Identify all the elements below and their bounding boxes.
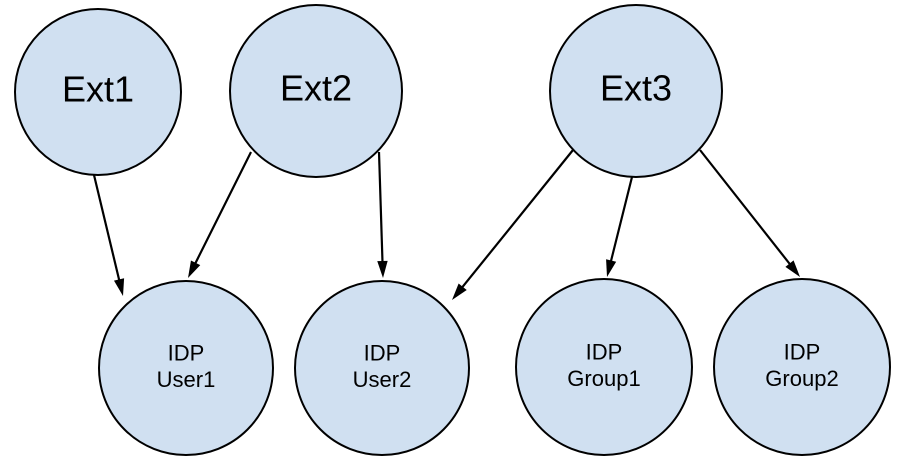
edge-line bbox=[92, 174, 121, 283]
node-label: IDP bbox=[784, 339, 821, 364]
edge-ext1-to-idp_user1 bbox=[92, 174, 125, 296]
node-label: User2 bbox=[353, 367, 412, 392]
node-ext2[interactable]: Ext2 bbox=[229, 4, 403, 178]
edge-line bbox=[193, 151, 252, 266]
arrowhead-icon bbox=[606, 259, 617, 277]
edge-ext3-to-idp_group2 bbox=[699, 149, 800, 277]
edge-ext3-to-idp_group1 bbox=[606, 176, 634, 277]
node-circle[interactable] bbox=[229, 4, 403, 178]
node-label: Ext1 bbox=[62, 69, 134, 110]
node-circle[interactable] bbox=[549, 4, 723, 178]
arrowhead-icon bbox=[188, 260, 201, 278]
arrowhead-icon bbox=[452, 283, 467, 300]
edge-ext2-to-idp_user1 bbox=[188, 151, 252, 278]
node-circle[interactable] bbox=[515, 278, 693, 456]
arrowhead-icon bbox=[377, 260, 388, 278]
edge-ext2-to-idp_user2 bbox=[377, 151, 388, 278]
edges-layer bbox=[92, 149, 800, 300]
node-circle[interactable] bbox=[713, 278, 891, 456]
node-circle[interactable] bbox=[294, 280, 470, 456]
node-label: IDP bbox=[364, 340, 401, 365]
node-label: IDP bbox=[168, 340, 205, 365]
edge-line bbox=[609, 176, 634, 264]
node-label: Ext2 bbox=[280, 68, 352, 109]
node-ext3[interactable]: Ext3 bbox=[549, 4, 723, 178]
edge-line bbox=[459, 149, 574, 290]
node-label: User1 bbox=[157, 367, 216, 392]
edge-line bbox=[377, 151, 384, 265]
edge-line bbox=[699, 149, 793, 267]
node-circle[interactable] bbox=[98, 280, 274, 456]
node-ext1[interactable]: Ext1 bbox=[14, 8, 182, 176]
node-label: Ext3 bbox=[600, 68, 672, 109]
edge-ext3-to-idp_user2 bbox=[452, 149, 574, 300]
node-circle[interactable] bbox=[14, 8, 182, 176]
arrowhead-icon bbox=[785, 260, 800, 277]
node-label: IDP bbox=[586, 339, 623, 364]
node-label: Group1 bbox=[567, 366, 640, 391]
node-label: Group2 bbox=[765, 366, 838, 391]
arrowhead-icon bbox=[113, 278, 125, 296]
